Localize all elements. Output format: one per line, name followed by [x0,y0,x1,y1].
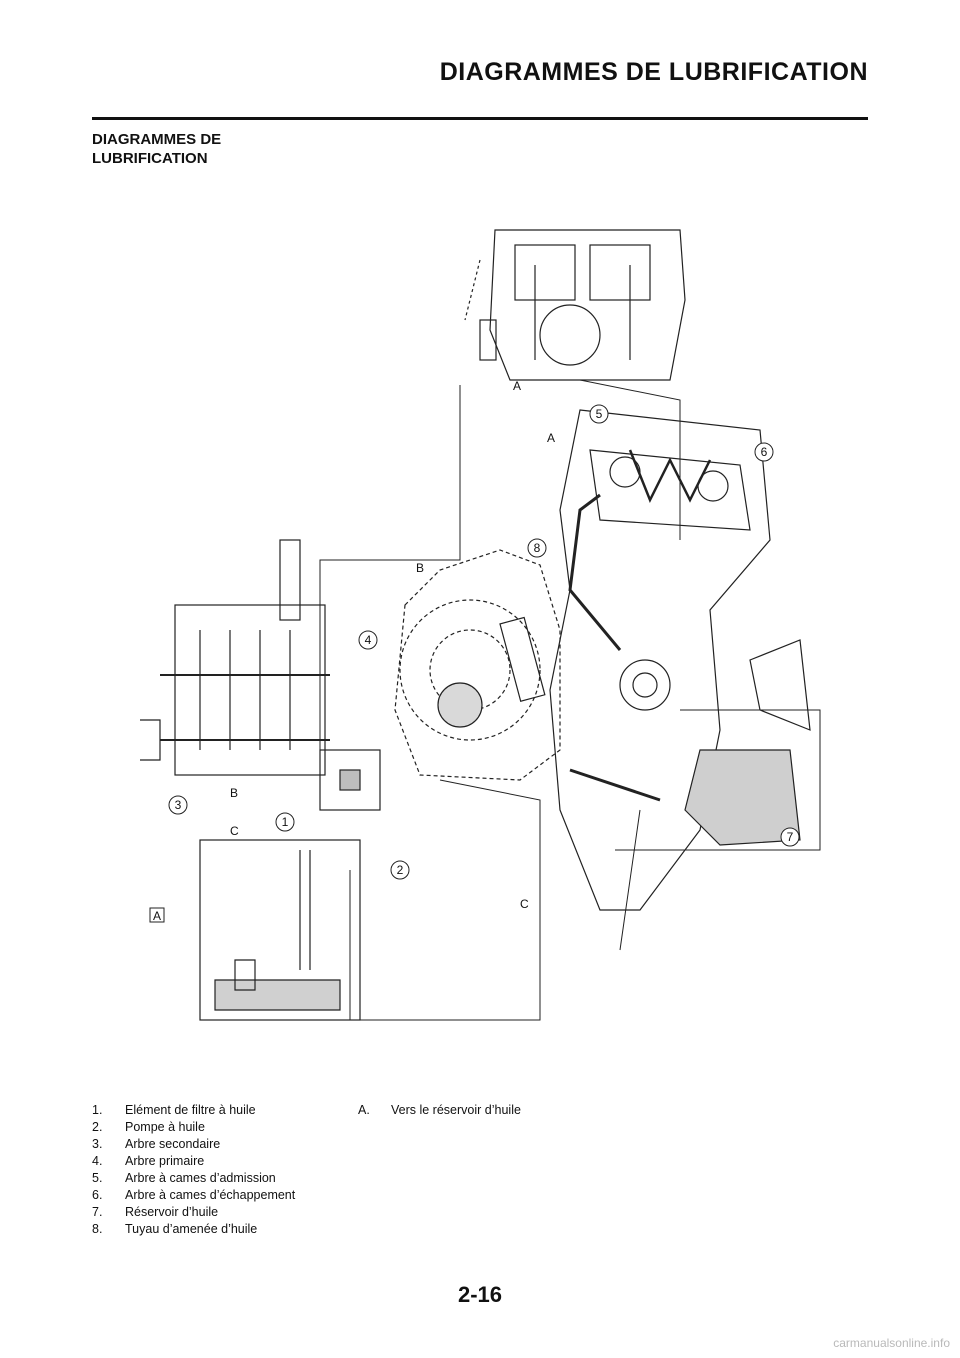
legend-item: 3. Arbre secondaire [92,1136,362,1153]
callout-3-label: 3 [175,798,182,812]
watermark: carmanualsonline.info [833,1336,950,1350]
legend-item: 2. Pompe à huile [92,1119,362,1136]
legend-text: Elément de filtre à huile [125,1103,256,1117]
legend-right: A. Vers le réservoir d’huile [358,1102,658,1119]
marker-b-2: B [230,786,238,800]
oil-pump-drawing [199,749,381,1021]
cylinder-head-drawing [464,229,686,381]
legend-left: 1. Elément de filtre à huile 2. Pompe à hu… [92,1102,362,1238]
legend-text: Pompe à huile [125,1120,205,1134]
callout-3 [168,795,188,815]
legend-text: Arbre à cames d’échappement [125,1188,296,1202]
legend-num: 6. [92,1188,103,1202]
legend-item: 7. Réservoir d’huile [92,1204,362,1221]
legend-text: Arbre secondaire [125,1137,221,1151]
marker-a-1: A [513,379,521,393]
legend-text: Tuyau d’amenée d’huile [125,1222,258,1236]
oil-tank-drawing [684,639,811,846]
legend-num: 3. [92,1137,103,1151]
oil-routing-lines [319,379,821,1021]
legend-num: 4. [92,1154,103,1168]
marker-c-2: C [520,897,529,911]
legend-item: 4. Arbre primaire [92,1153,362,1170]
callout-markers [168,404,800,880]
marker-a-boxed: A [153,909,161,923]
marker-b-1: B [416,561,424,575]
legend-num: 5. [92,1171,103,1185]
callout-5-label: 5 [596,407,603,421]
legend-num: A. [358,1103,370,1117]
callout-4 [358,630,378,650]
legend-text: Réservoir d’huile [125,1205,219,1219]
callout-4-label: 4 [365,633,372,647]
callout-7 [780,827,800,847]
legend-text: Arbre à cames d’admission [125,1171,276,1185]
callout-2-label: 2 [397,863,404,877]
lubrication-diagram: 1 2 3 4 5 6 7 8 A A A B B C C [140,229,821,1021]
crankcase-drawing [394,549,561,781]
callout-5 [589,404,609,424]
callout-2 [390,860,410,880]
legend-num: 8. [92,1222,103,1236]
engine-block-drawing [549,409,771,911]
callout-8-label: 8 [534,541,541,555]
callout-8 [527,538,547,558]
page-number: 2-16 [457,1282,503,1307]
legend-num: 2. [92,1120,103,1134]
callout-6 [754,442,774,462]
legend-item: A. Vers le réservoir d’huile [358,1102,658,1119]
marker-c-1: C [230,824,239,838]
legend-item: 1. Elément de filtre à huile [92,1102,362,1119]
legend-text: Vers le réservoir d’huile [391,1103,521,1117]
section-title: DIAGRAMMES DE LUBRIFICATION [92,131,222,167]
legend-text: Arbre primaire [125,1154,205,1168]
legend-num: 7. [92,1205,103,1219]
page-header-title: DIAGRAMMES DE LUBRIFICATION [439,58,868,86]
legend-item: 8. Tuyau d’amenée d’huile [92,1221,362,1238]
callout-6-label: 6 [761,445,768,459]
legend-item: 5. Arbre à cames d’admission [92,1170,362,1187]
transmission-drawing [140,539,330,776]
callout-7-label: 7 [787,830,794,844]
header-rule [92,117,868,120]
callout-1 [275,812,295,832]
legend-item: 6. Arbre à cames d’échappement [92,1187,362,1204]
marker-a-2: A [547,431,555,445]
callout-1-label: 1 [282,815,289,829]
legend-num: 1. [92,1103,103,1117]
